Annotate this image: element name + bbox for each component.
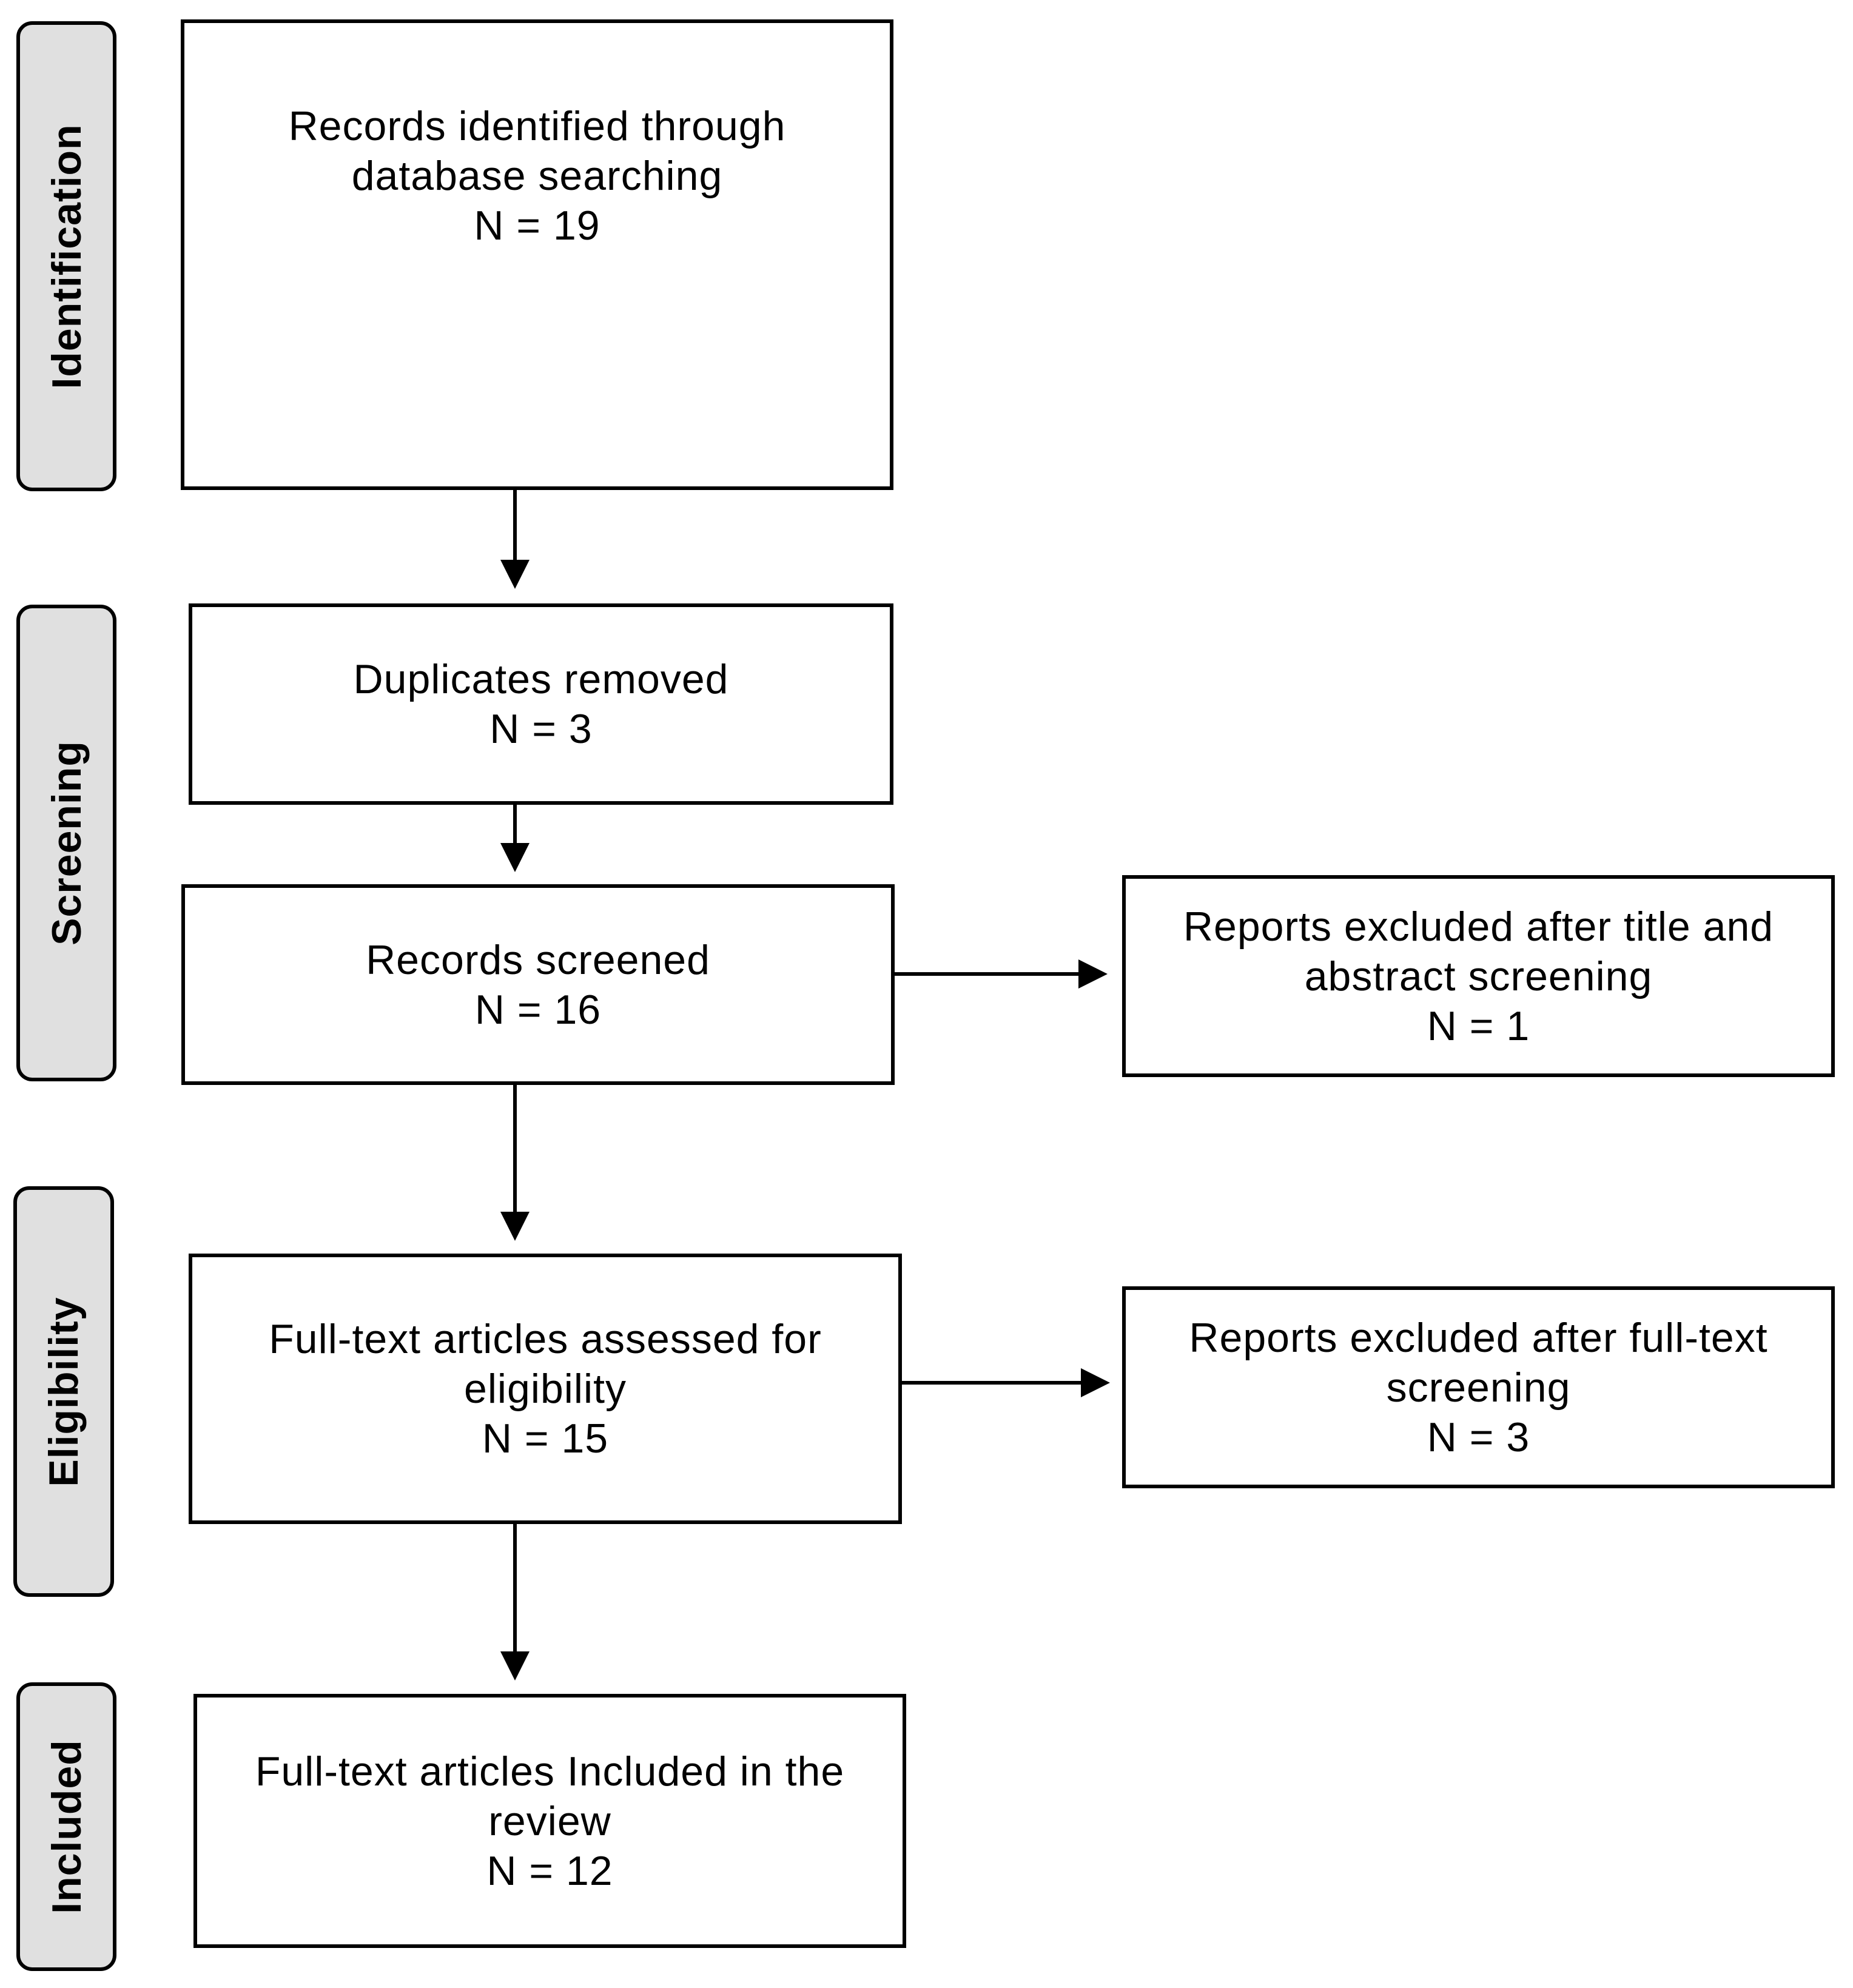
excluded-title-abstract-line-1: Reports excluded after title and — [1183, 903, 1774, 950]
records-identified-line-1: Records identified through — [288, 103, 786, 149]
records-screened-box: Records screened N = 16 — [181, 884, 895, 1085]
included-review-box: Full-text articles Included in the revie… — [193, 1694, 906, 1948]
excluded-fulltext-count: N = 3 — [1427, 1414, 1530, 1460]
stage-identification: Identification — [16, 21, 116, 491]
fulltext-assessed-box: Full-text articles assessed for eligibil… — [189, 1254, 902, 1524]
duplicates-removed-box: Duplicates removed N = 3 — [189, 603, 893, 805]
excluded-title-abstract-line-2: abstract screening — [1304, 953, 1653, 999]
fulltext-assessed-line-1: Full-text articles assessed for — [269, 1316, 822, 1362]
stage-screening: Screening — [16, 605, 116, 1081]
records-identified-box: Records identified through database sear… — [181, 19, 893, 490]
duplicates-removed-line-1: Duplicates removed — [353, 656, 729, 702]
stage-included: Included — [16, 1682, 116, 1971]
excluded-title-abstract-box: Reports excluded after title and abstrac… — [1122, 875, 1835, 1077]
records-identified-line-2: database searching — [351, 153, 723, 199]
included-review-line-1: Full-text articles Included in the — [255, 1748, 845, 1795]
fulltext-assessed-count: N = 15 — [482, 1415, 609, 1462]
records-screened-count: N = 16 — [474, 986, 602, 1033]
excluded-fulltext-line-2: screening — [1386, 1364, 1571, 1411]
records-identified-count: N = 19 — [474, 203, 600, 249]
stage-eligibility: Eligibility — [13, 1186, 114, 1597]
duplicates-removed-count: N = 3 — [489, 706, 593, 752]
included-review-line-2: review — [488, 1798, 611, 1844]
excluded-fulltext-box: Reports excluded after full-text screeni… — [1122, 1286, 1835, 1488]
excluded-fulltext-line-1: Reports excluded after full-text — [1189, 1314, 1768, 1361]
fulltext-assessed-line-2: eligibility — [464, 1366, 627, 1412]
records-screened-line-1: Records screened — [366, 936, 710, 983]
included-review-count: N = 12 — [486, 1847, 613, 1894]
excluded-title-abstract-count: N = 1 — [1427, 1002, 1530, 1049]
